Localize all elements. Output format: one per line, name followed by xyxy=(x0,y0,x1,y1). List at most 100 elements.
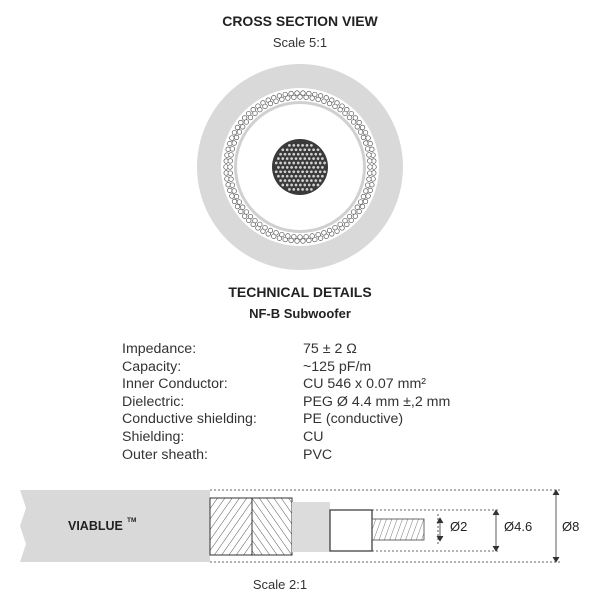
conductor-strand xyxy=(309,152,314,157)
conductor-strand xyxy=(300,143,305,148)
spec-row-impedance: Impedance: 75 ± 2 Ω xyxy=(122,341,450,359)
braid-strand xyxy=(326,227,333,234)
spec-row-shielding: Shielding: CU xyxy=(122,429,450,447)
conductor-strand xyxy=(283,152,287,157)
conductor-strand xyxy=(287,152,292,157)
conductor-strand xyxy=(298,174,303,179)
braid-strand xyxy=(294,90,300,96)
spec-value: PEG Ø 4.4 mm ±,2 mm xyxy=(303,393,451,410)
braid-strand xyxy=(276,235,283,241)
braid-strand xyxy=(362,198,369,205)
braid-strand xyxy=(300,238,306,244)
spec-label: Outer sheath: xyxy=(122,446,208,463)
braid-strand xyxy=(367,140,373,147)
conductor-strand xyxy=(296,187,301,192)
spec-label: Conductive shielding: xyxy=(122,411,257,428)
braid-strand xyxy=(367,187,373,194)
spec-value: PVC xyxy=(303,446,333,463)
braid-strand xyxy=(276,93,283,99)
braid-strand xyxy=(369,182,375,188)
inner-conductor-strands xyxy=(274,143,327,192)
conductor-strand xyxy=(285,147,290,152)
conductor-strand xyxy=(305,169,309,174)
conductor-strand xyxy=(280,174,285,179)
braid-strand xyxy=(247,114,254,121)
conductor-strand xyxy=(289,174,294,179)
spec-label: Shielding: xyxy=(122,428,185,445)
braid-strand xyxy=(225,146,231,152)
braid-strand xyxy=(227,187,233,194)
conductor-strand xyxy=(289,147,294,152)
braid-strand xyxy=(321,230,327,236)
dielectric-section xyxy=(329,509,373,552)
braid-strand xyxy=(354,204,360,210)
conductor-strand xyxy=(320,165,325,170)
conductor-strand xyxy=(322,161,327,165)
braid-strand xyxy=(229,193,235,199)
braid-strand xyxy=(297,234,303,240)
dimension-dielectric-label: Ø4.6 xyxy=(504,519,532,534)
braid-strand xyxy=(359,124,366,131)
conductor-strand xyxy=(278,152,283,157)
braid-strand xyxy=(346,213,353,220)
brand-label: VIABLUE xyxy=(68,519,123,533)
conductor-strand xyxy=(296,152,301,157)
braid-strand xyxy=(315,231,321,238)
braid-strand xyxy=(309,233,315,239)
braid-strand xyxy=(350,209,357,215)
spec-row-conductive-shielding: Conductive shielding: PE (conductive) xyxy=(122,411,450,429)
trademark: TM xyxy=(127,517,136,524)
conductor-strand xyxy=(287,161,292,165)
conductor-strand xyxy=(316,147,320,152)
braid-strand xyxy=(240,204,246,210)
cross-section-diagram xyxy=(197,64,403,270)
conductor-strand xyxy=(294,165,298,170)
conductor-strand xyxy=(318,178,323,183)
braid-strand xyxy=(267,100,274,107)
conductor-strand xyxy=(285,174,290,179)
braid-strand xyxy=(229,135,235,141)
braid-strand xyxy=(360,193,367,200)
braid-strand xyxy=(231,129,238,136)
braid-strand xyxy=(238,208,244,215)
braid-strand xyxy=(231,198,238,205)
conductor-strand xyxy=(300,187,305,192)
conductor-strand xyxy=(287,169,292,174)
braid-strand xyxy=(346,114,353,121)
braid-strand xyxy=(279,231,285,238)
braid-shielding xyxy=(223,90,377,244)
conductor-strand xyxy=(320,156,325,161)
cross-section-title: CROSS SECTION VIEW xyxy=(222,13,378,29)
braid-strand xyxy=(350,119,357,125)
braid-strand xyxy=(365,135,371,141)
conductor-strand xyxy=(287,187,292,192)
spec-row-inner-conductor: Inner Conductor: CU 546 x 0.07 mm² xyxy=(122,376,450,394)
braid-strand xyxy=(332,224,338,231)
conductor-strand xyxy=(278,178,283,183)
braid-strand xyxy=(233,134,240,141)
conductor-strand xyxy=(274,161,279,165)
conductor-strand xyxy=(302,183,307,187)
conductor-strand xyxy=(291,161,296,165)
braid-strand xyxy=(252,217,258,224)
braid-strand xyxy=(238,119,244,126)
conductor-strand xyxy=(311,174,316,179)
conductor-strand xyxy=(320,174,325,179)
braid-strand xyxy=(247,213,254,220)
braid-strand xyxy=(356,208,362,215)
dimension-inner-label: Ø2 xyxy=(450,519,467,534)
braid-strand xyxy=(342,110,348,117)
conductor-strand xyxy=(298,156,303,161)
braid-strand xyxy=(297,94,303,100)
conductor-strand xyxy=(318,169,323,174)
conductor-strand xyxy=(291,187,296,192)
braid-strand xyxy=(231,140,237,146)
conductor-strand xyxy=(294,183,298,187)
braid-strand xyxy=(315,96,321,103)
conductor-strand xyxy=(313,161,318,165)
conductor-strand xyxy=(307,183,312,187)
product-name: NF-B Subwoofer xyxy=(249,306,351,321)
braid-strand xyxy=(332,103,338,110)
braid-strand xyxy=(282,91,288,98)
conductor-strand xyxy=(305,187,309,192)
